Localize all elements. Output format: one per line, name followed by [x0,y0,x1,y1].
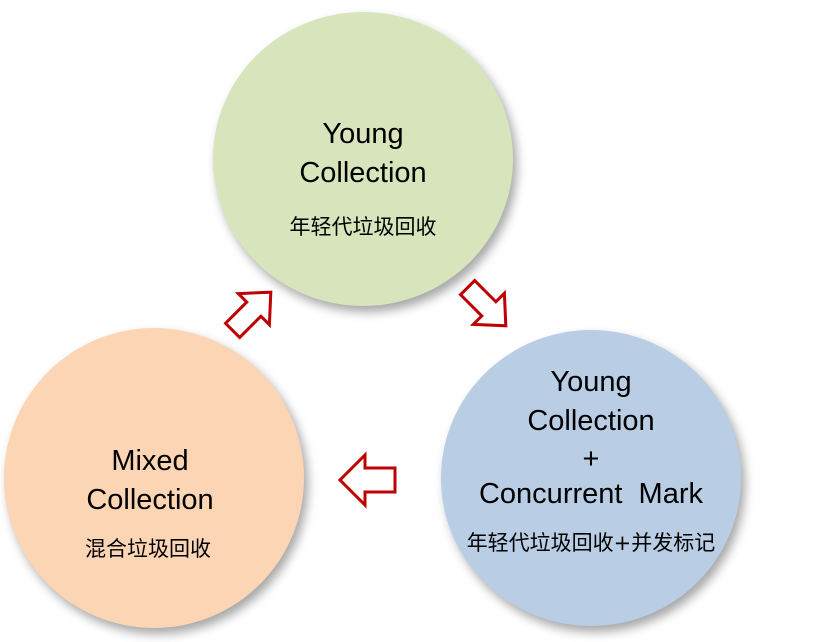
young-collection-subtitle: 年轻代垃圾回收 [289,215,437,239]
concurrent-subtitle: 年轻代垃圾回收+并发标记 [466,531,716,555]
concurrent-title-line2: Collection [527,405,655,437]
mixed-collection-title-line2: Collection [86,484,214,516]
young-collection-node: Young Collection 年轻代垃圾回收 [213,12,513,306]
young-collection-title-line2: Collection [299,157,427,189]
young-concurrent-mark-node: Young Collection + Concurrent Mark 年轻代垃圾… [441,330,741,626]
mixed-collection-node: Mixed Collection 混合垃圾回收 [4,328,304,628]
arrow-young-to-concurrent [458,278,508,328]
arrow-mixed-to-young [223,290,273,340]
concurrent-title-line4: Concurrent Mark [478,478,703,510]
mixed-collection-title-line1: Mixed [111,445,189,477]
arrow-concurrent-to-mixed [337,451,397,509]
concurrent-title-plus: + [582,443,600,475]
mixed-collection-subtitle: 混合垃圾回收 [85,537,211,561]
concurrent-title-line1: Young [550,366,632,398]
young-collection-title-line1: Young [322,118,404,150]
